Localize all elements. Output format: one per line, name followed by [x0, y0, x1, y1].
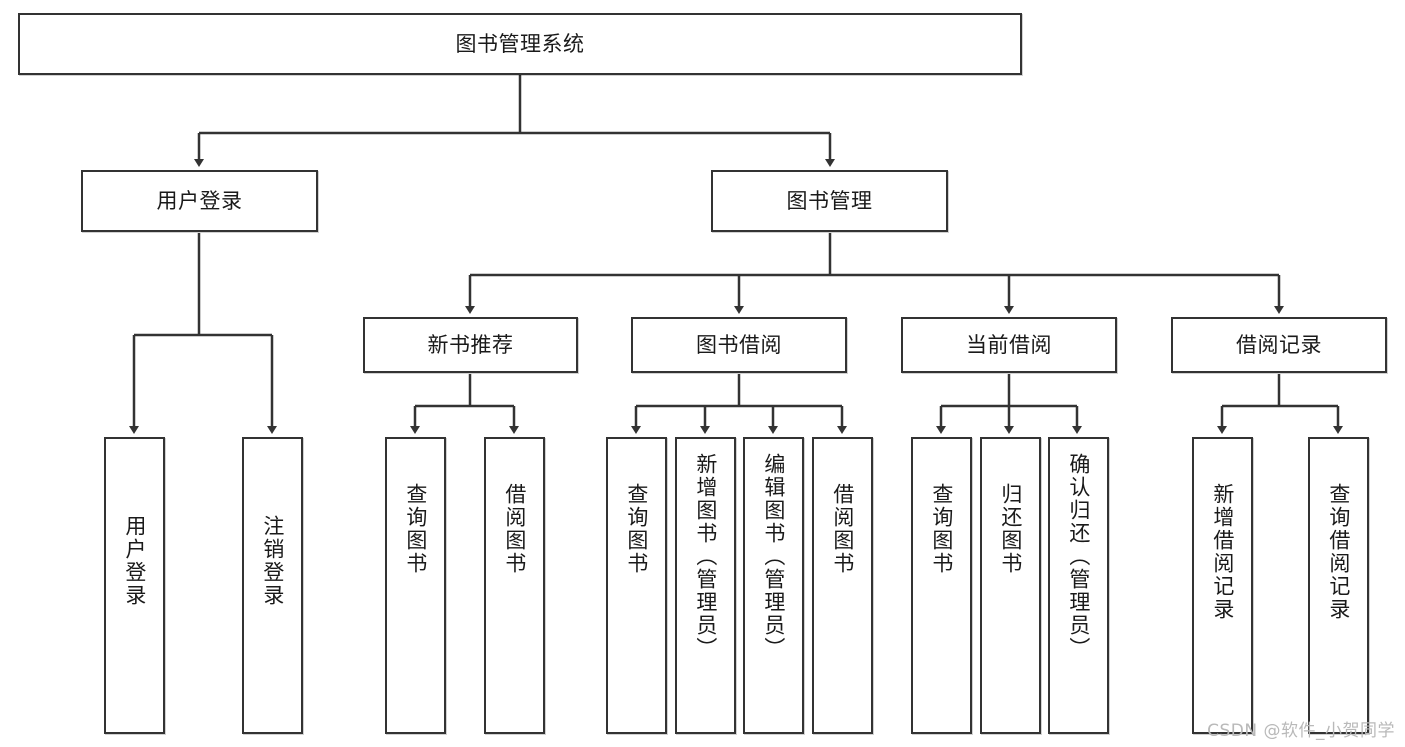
node-borrow-record-label: 借阅记录	[1236, 332, 1322, 357]
node-leaf-user-login-label: 用户登录	[122, 515, 147, 607]
node-book-manage-label: 图书管理	[786, 188, 873, 213]
node-leaf-return-book[interactable]: 归还图书	[980, 437, 1041, 734]
node-leaf-query-book-1[interactable]: 查询图书	[385, 437, 446, 734]
node-leaf-return-book-label: 归还图书	[998, 483, 1023, 575]
node-leaf-confirm-return-label: 确认归还（管理员）	[1066, 453, 1091, 660]
node-current-borrow-label: 当前借阅	[966, 332, 1052, 357]
node-root[interactable]: 图书管理系统	[18, 13, 1022, 75]
node-leaf-query-book-2-label: 查询图书	[624, 483, 649, 575]
node-root-label: 图书管理系统	[455, 31, 585, 56]
node-leaf-add-book[interactable]: 新增图书（管理员）	[675, 437, 736, 734]
node-leaf-query-book-1-label: 查询图书	[403, 483, 428, 575]
node-leaf-add-book-label: 新增图书（管理员）	[693, 453, 718, 660]
node-user-login[interactable]: 用户登录	[81, 170, 318, 232]
node-user-login-label: 用户登录	[156, 188, 243, 213]
node-leaf-query-book-3[interactable]: 查询图书	[911, 437, 972, 734]
csdn-watermark: CSDN @软件_小贺同学	[1207, 721, 1395, 741]
node-leaf-user-login[interactable]: 用户登录	[104, 437, 165, 734]
node-leaf-query-record-label: 查询借阅记录	[1326, 483, 1351, 621]
node-current-borrow[interactable]: 当前借阅	[901, 317, 1117, 373]
node-borrow-record[interactable]: 借阅记录	[1171, 317, 1387, 373]
node-leaf-query-book-2[interactable]: 查询图书	[606, 437, 667, 734]
node-book-borrow-label: 图书借阅	[696, 332, 782, 357]
node-leaf-query-record[interactable]: 查询借阅记录	[1308, 437, 1369, 734]
node-book-manage[interactable]: 图书管理	[711, 170, 948, 232]
node-leaf-add-record[interactable]: 新增借阅记录	[1192, 437, 1253, 734]
node-leaf-borrow-book-2-label: 借阅图书	[830, 483, 855, 575]
node-leaf-confirm-return[interactable]: 确认归还（管理员）	[1048, 437, 1109, 734]
node-new-book-rec[interactable]: 新书推荐	[363, 317, 578, 373]
node-leaf-add-record-label: 新增借阅记录	[1210, 483, 1235, 621]
node-book-borrow[interactable]: 图书借阅	[631, 317, 847, 373]
node-leaf-query-book-3-label: 查询图书	[929, 483, 954, 575]
node-leaf-user-logout-label: 注销登录	[260, 515, 285, 607]
node-leaf-edit-book-label: 编辑图书（管理员）	[761, 453, 786, 660]
node-leaf-user-logout[interactable]: 注销登录	[242, 437, 303, 734]
node-leaf-borrow-book-1-label: 借阅图书	[502, 483, 527, 575]
node-leaf-edit-book[interactable]: 编辑图书（管理员）	[743, 437, 804, 734]
node-new-book-rec-label: 新书推荐	[427, 332, 514, 357]
node-leaf-borrow-book-2[interactable]: 借阅图书	[812, 437, 873, 734]
node-leaf-borrow-book-1[interactable]: 借阅图书	[484, 437, 545, 734]
